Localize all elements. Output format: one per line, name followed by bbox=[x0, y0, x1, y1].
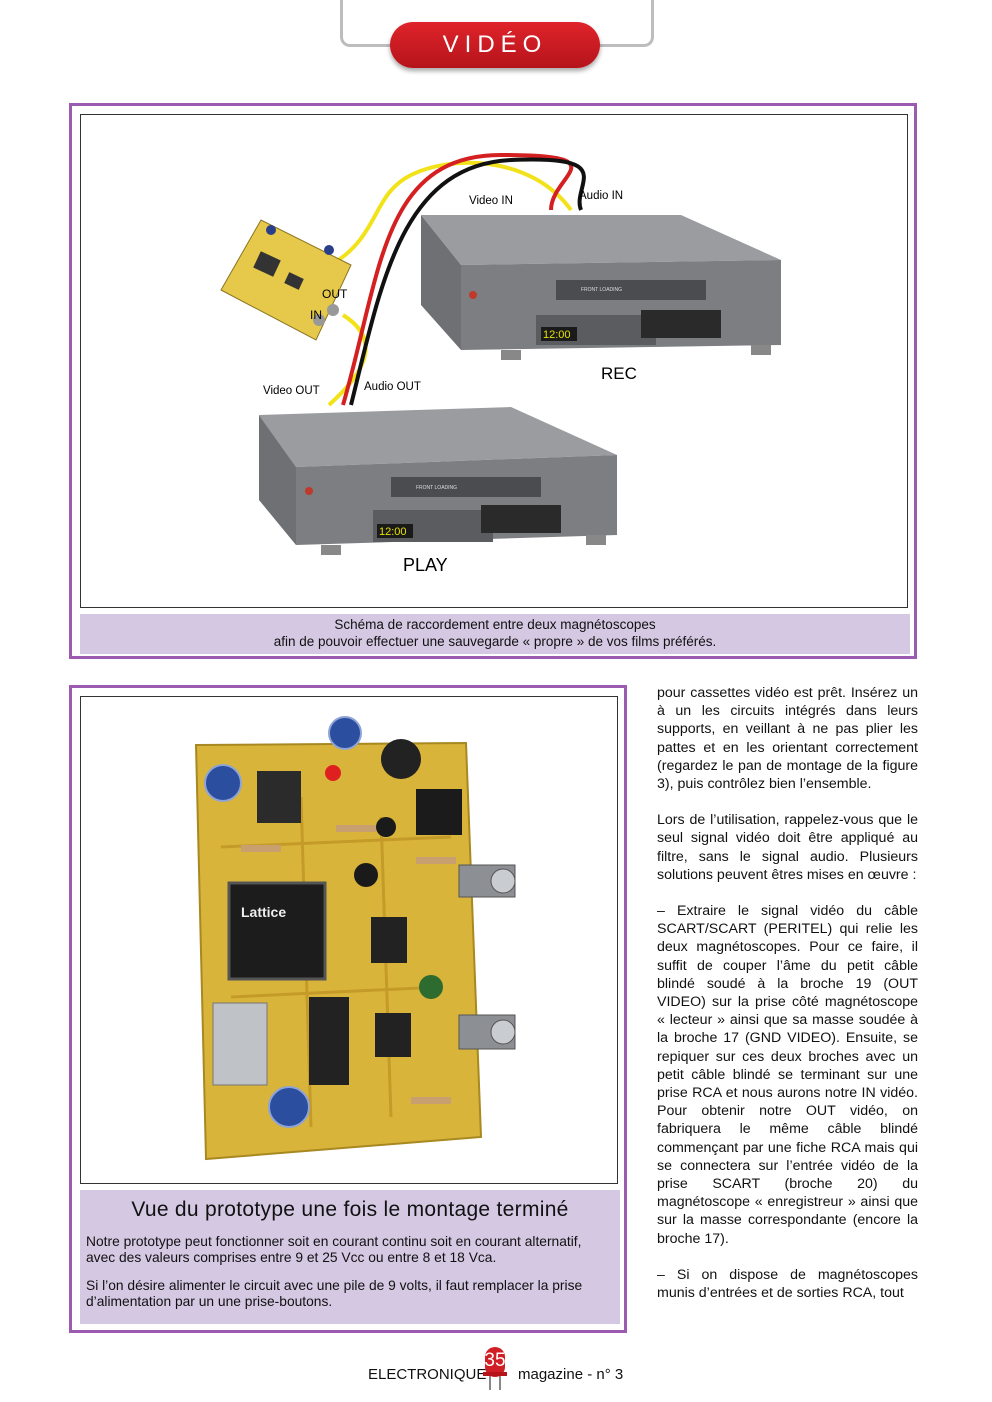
column-paragraph-1: pour cassettes vidéo est prêt. Insérez u… bbox=[657, 685, 918, 793]
label-out: OUT bbox=[322, 287, 348, 301]
lattice-chip bbox=[227, 881, 327, 981]
section-banner: VIDÉO bbox=[390, 22, 600, 68]
footer-magazine-name: ELECTRONIQUE bbox=[368, 1366, 487, 1383]
resistor-1 bbox=[241, 845, 281, 852]
page-footer: ELECTRONIQUE 35 magazine - n° 3 bbox=[0, 1342, 992, 1392]
figure2-paragraph-2: Si l’on désire alimenter le circuit avec… bbox=[86, 1278, 583, 1309]
figure-prototype-photo: Lattice bbox=[69, 685, 627, 1333]
label-video-in: Video IN bbox=[469, 195, 513, 207]
prototype-photo: Lattice bbox=[80, 696, 618, 1184]
capacitor-3 bbox=[268, 1086, 310, 1128]
chip-label: Lattice bbox=[241, 904, 286, 920]
crystal-oscillator bbox=[212, 1002, 268, 1086]
power-jack bbox=[416, 789, 462, 835]
article-column: pour cassettes vidéo est prêt. Insérez u… bbox=[657, 684, 918, 1320]
voltage-regulator bbox=[257, 771, 301, 823]
rec-time-display: 12:00 bbox=[543, 329, 571, 341]
buzzer bbox=[381, 739, 421, 779]
label-audio-out: Audio OUT bbox=[364, 381, 421, 393]
column-paragraph-2: Lors de l’utilisation, rappelez-vous que… bbox=[657, 812, 918, 883]
dip-ic-small-1 bbox=[371, 917, 407, 963]
black-audio-cable bbox=[349, 157, 586, 406]
rec-vcr-illustration bbox=[421, 215, 781, 360]
caption-line-1: Schéma de raccordement entre deux magnét… bbox=[334, 617, 656, 632]
dip-ic-large bbox=[309, 997, 349, 1085]
capacitor-5 bbox=[376, 817, 396, 837]
figure2-caption: Vue du prototype une fois le montage ter… bbox=[80, 1190, 620, 1324]
play-vcr-illustration bbox=[259, 407, 617, 555]
figure2-paragraph-1: Notre prototype peut fonctionner soit en… bbox=[86, 1234, 582, 1265]
figure1-caption: Schéma de raccordement entre deux magnét… bbox=[80, 614, 910, 654]
column-paragraph-3: – Extraire le signal vidéo du câble SCAR… bbox=[657, 903, 918, 1247]
label-in: IN bbox=[310, 308, 322, 322]
yellow-video-out-cable bbox=[329, 160, 573, 267]
resistor-3 bbox=[416, 857, 456, 864]
capacitor-4 bbox=[354, 863, 378, 887]
red-led bbox=[325, 765, 341, 781]
filter-board-illustration bbox=[220, 219, 352, 341]
caption-line-2: afin de pouvoir effectuer une sauvegarde… bbox=[273, 634, 717, 649]
footer-issue: magazine - n° 3 bbox=[518, 1366, 624, 1383]
play-time-display: 12:00 bbox=[379, 526, 407, 538]
rec-front-loading: FRONT LOADING bbox=[581, 287, 622, 293]
label-audio-in: Audio IN bbox=[579, 190, 623, 202]
column-paragraph-4: – Si on dispose de magnétoscopes munis d… bbox=[657, 1266, 918, 1302]
vcr-connection-svg: Video IN Audio IN OUT IN REC FRONT LOADI… bbox=[220, 152, 781, 575]
play-front-loading: FRONT LOADING bbox=[416, 485, 457, 491]
led-page-badge-icon bbox=[483, 1347, 507, 1390]
prototype-board-svg: Lattice bbox=[194, 716, 516, 1161]
dip-ic-small-2 bbox=[375, 1013, 411, 1057]
page-number: 35 bbox=[484, 1350, 506, 1371]
resistor-4 bbox=[411, 1097, 451, 1104]
capacitor-2 bbox=[328, 716, 362, 750]
label-play: PLAY bbox=[403, 555, 448, 575]
diagram-illustration: Video IN Audio IN OUT IN REC FRONT LOADI… bbox=[80, 114, 908, 608]
label-video-out: Video OUT bbox=[263, 385, 320, 397]
figure-connection-diagram: Video IN Audio IN OUT IN REC FRONT LOADI… bbox=[69, 103, 917, 659]
green-capacitor bbox=[419, 975, 443, 999]
capacitor-1 bbox=[204, 764, 242, 802]
red-audio-cable bbox=[341, 152, 574, 406]
resistor-2 bbox=[336, 825, 376, 832]
label-rec: REC bbox=[601, 364, 637, 383]
figure2-title: Vue du prototype une fois le montage ter… bbox=[131, 1198, 569, 1221]
